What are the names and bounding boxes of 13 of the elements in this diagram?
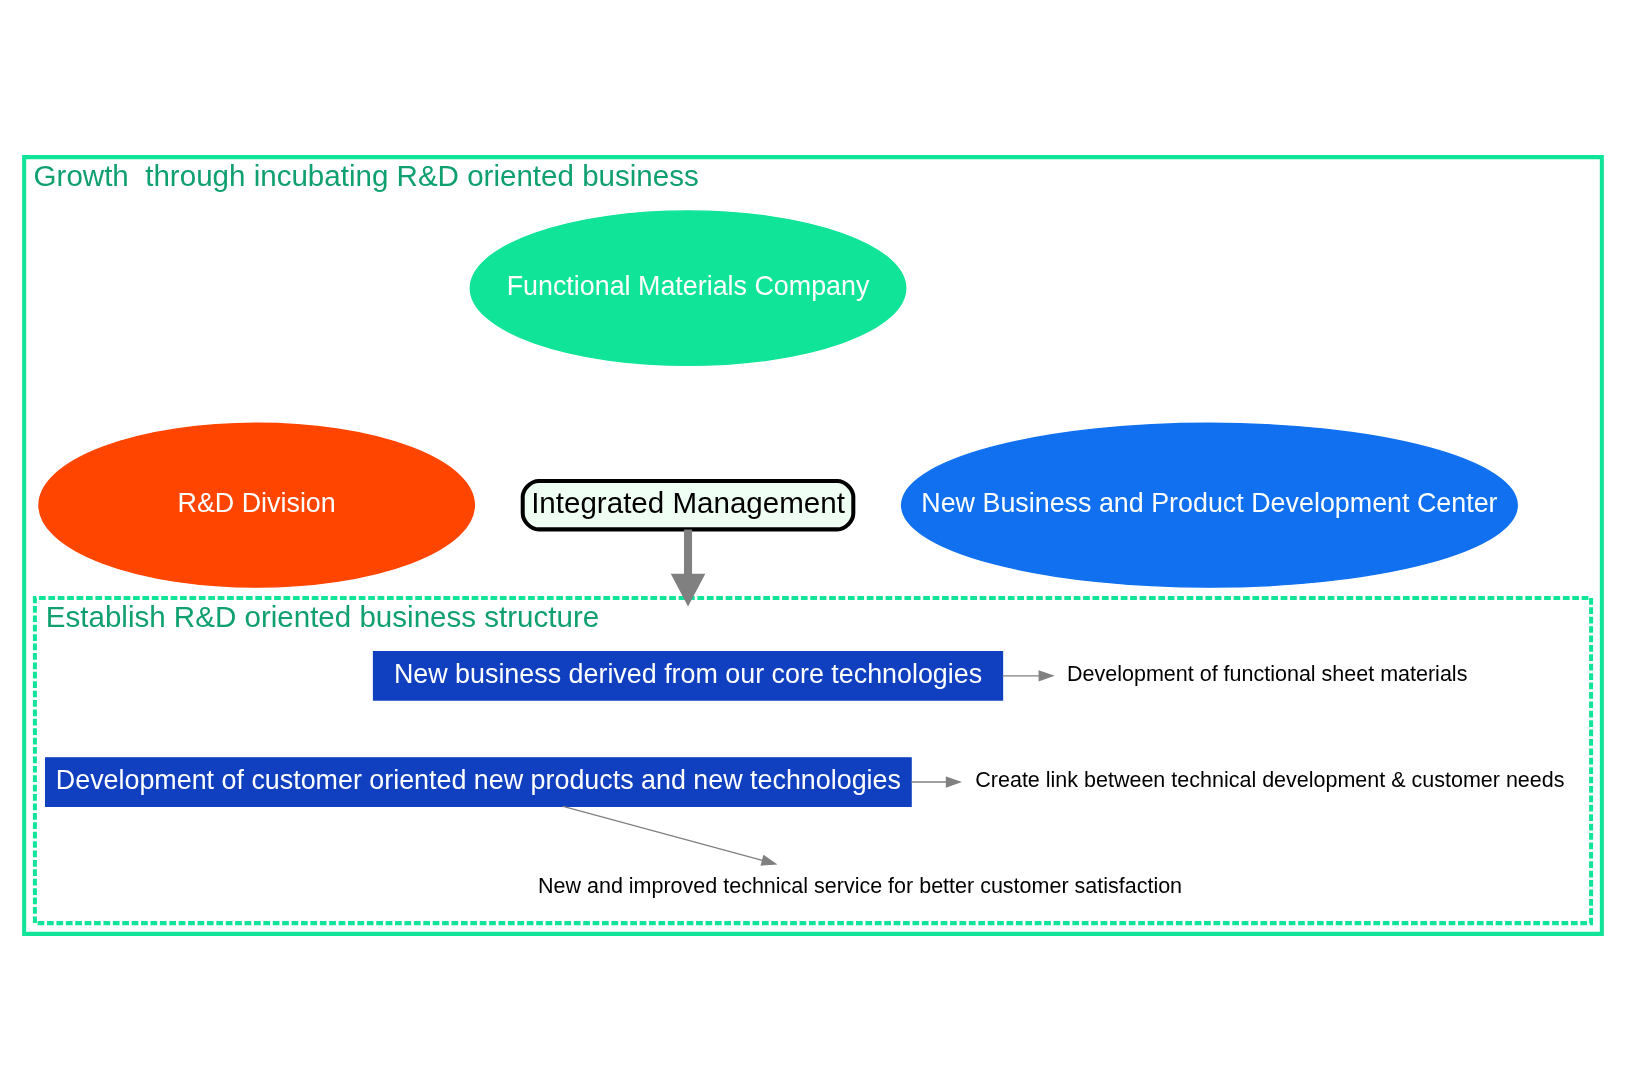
node-box: Integrated Management xyxy=(520,479,856,532)
node-ellipse: Functional Materials Company xyxy=(469,210,907,367)
arrow xyxy=(670,529,706,607)
arrow xyxy=(562,805,778,866)
arrow xyxy=(910,776,962,788)
node-text: New and improved technical service for better customer satisfaction xyxy=(537,874,1183,899)
node-text: Development of functional sheet materials xyxy=(1067,661,1468,686)
node-ellipse: R&D Division xyxy=(38,422,476,588)
node-ellipse: New Business and Product Development Center xyxy=(900,422,1518,588)
arrow xyxy=(1001,670,1055,682)
node-box: New business derived from our core technologies xyxy=(372,651,1004,701)
node-box: Development of customer oriented new products and new technologies xyxy=(45,757,912,807)
node-text: Create link between technical development & customer needs xyxy=(975,768,1565,793)
